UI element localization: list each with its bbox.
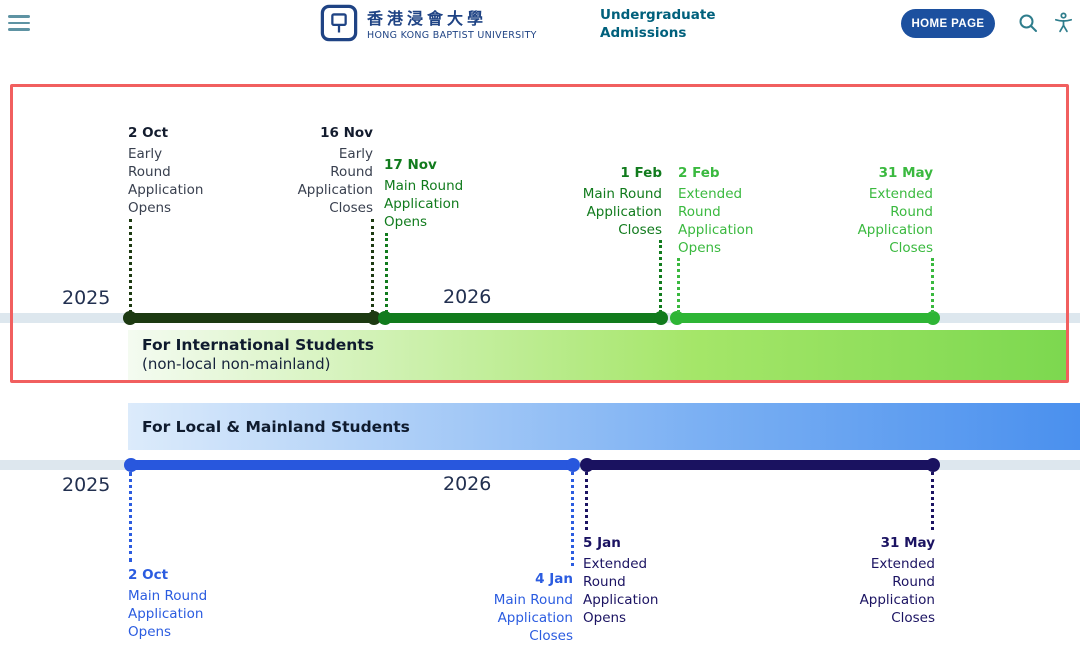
milestone-desc: Main Round Application Closes xyxy=(582,186,662,238)
university-logo[interactable]: 香港浸會大學 HONG KONG BAPTIST UNIVERSITY xyxy=(320,4,537,46)
hamburger-bar xyxy=(8,28,30,31)
timeline-dot xyxy=(367,311,381,325)
segment-main-round-intl xyxy=(382,313,664,323)
segment-main-round-local xyxy=(128,460,576,470)
international-students-label: For International Students (non-local no… xyxy=(128,330,1069,381)
milestone-main-closes-intl: 1 Feb Main Round Application Closes xyxy=(540,164,662,239)
year-label-2025-local: 2025 xyxy=(62,474,111,496)
dotted-connector xyxy=(659,240,662,313)
hamburger-menu-icon[interactable] xyxy=(8,15,30,32)
milestone-desc: Extended Round Application Opens xyxy=(678,186,754,256)
accessibility-icon xyxy=(1052,12,1075,37)
milestone-desc: Main Round Application Opens xyxy=(128,588,208,640)
site-title: Undergraduate Admissions xyxy=(600,7,716,41)
timeline-dot xyxy=(654,311,668,325)
milestone-early-closes: 16 Nov Early Round Application Closes xyxy=(253,124,373,217)
dotted-connector xyxy=(931,258,934,313)
international-label-title: For International Students xyxy=(142,336,374,354)
milestone-extended-opens-intl: 2 Feb Extended Round Application Opens xyxy=(678,164,798,257)
timeline-dot xyxy=(580,458,594,472)
milestone-date: 31 May xyxy=(878,165,933,181)
search-button[interactable] xyxy=(1018,13,1038,36)
dotted-connector xyxy=(677,258,680,313)
milestone-main-opens-intl: 17 Nov Main Round Application Opens xyxy=(384,156,504,231)
timeline-dot xyxy=(926,458,940,472)
hkbu-emblem-icon xyxy=(320,4,358,46)
milestone-date: 16 Nov xyxy=(320,125,373,141)
segment-extended-round-intl xyxy=(674,313,936,323)
university-name: 香港浸會大學 HONG KONG BAPTIST UNIVERSITY xyxy=(367,9,537,41)
dotted-connector xyxy=(129,472,132,562)
search-icon xyxy=(1018,14,1038,36)
accessibility-button[interactable] xyxy=(1052,11,1075,37)
dotted-connector xyxy=(385,233,388,313)
milestone-date: 4 Jan xyxy=(535,571,573,587)
milestone-early-opens: 2 Oct Early Round Application Opens xyxy=(128,124,238,217)
milestone-date: 2 Oct xyxy=(128,125,169,141)
local-label-title: For Local & Mainland Students xyxy=(142,417,410,436)
dotted-connector xyxy=(931,472,934,530)
dotted-connector xyxy=(585,472,588,530)
milestone-extended-closes-local: 31 May Extended Round Application Closes xyxy=(815,534,935,627)
milestone-desc: Main Round Application Opens xyxy=(384,178,464,230)
timeline-dot xyxy=(124,458,138,472)
milestone-desc: Extended Round Application Closes xyxy=(857,186,933,256)
home-page-button[interactable]: HOME PAGE xyxy=(901,9,995,38)
university-name-en: HONG KONG BAPTIST UNIVERSITY xyxy=(367,30,537,42)
milestone-desc: Early Round Application Opens xyxy=(128,146,204,216)
top-navbar: 香港浸會大學 HONG KONG BAPTIST UNIVERSITY Unde… xyxy=(0,0,1080,48)
timeline-dot xyxy=(670,311,684,325)
university-name-zh: 香港浸會大學 xyxy=(367,8,488,28)
milestone-date: 31 May xyxy=(880,535,935,551)
timeline-dot xyxy=(123,311,137,325)
segment-early-round xyxy=(128,313,376,323)
milestone-date: 2 Oct xyxy=(128,567,169,583)
milestone-date: 2 Feb xyxy=(678,165,720,181)
milestone-extended-opens-local: 5 Jan Extended Round Application Opens xyxy=(583,534,703,627)
hamburger-bar xyxy=(8,21,30,24)
milestone-main-opens-local: 2 Oct Main Round Application Opens xyxy=(128,566,248,641)
dotted-connector xyxy=(371,219,374,313)
milestone-desc: Extended Round Application Opens xyxy=(583,556,659,626)
milestone-desc: Extended Round Application Closes xyxy=(859,556,935,626)
hamburger-bar xyxy=(8,15,30,18)
milestone-extended-closes-intl: 31 May Extended Round Application Closes xyxy=(813,164,933,257)
year-label-2026-local: 2026 xyxy=(443,473,492,495)
milestone-main-closes-local: 4 Jan Main Round Application Closes xyxy=(453,570,573,645)
local-mainland-students-label: For Local & Mainland Students xyxy=(128,403,1080,450)
milestone-date: 17 Nov xyxy=(384,157,437,173)
milestone-desc: Early Round Application Closes xyxy=(297,146,373,216)
timeline-dot xyxy=(378,311,392,325)
dotted-connector xyxy=(129,219,132,313)
year-label-2025-intl: 2025 xyxy=(62,287,111,309)
dotted-connector xyxy=(571,472,574,566)
international-label-subtitle: (non-local non-mainland) xyxy=(142,355,331,373)
milestone-desc: Main Round Application Closes xyxy=(493,592,573,644)
segment-extended-round-local xyxy=(584,460,936,470)
year-label-2026-intl: 2026 xyxy=(443,286,492,308)
timeline-dot xyxy=(926,311,940,325)
milestone-date: 1 Feb xyxy=(620,165,662,181)
milestone-date: 5 Jan xyxy=(583,535,621,551)
timeline-dot xyxy=(566,458,580,472)
